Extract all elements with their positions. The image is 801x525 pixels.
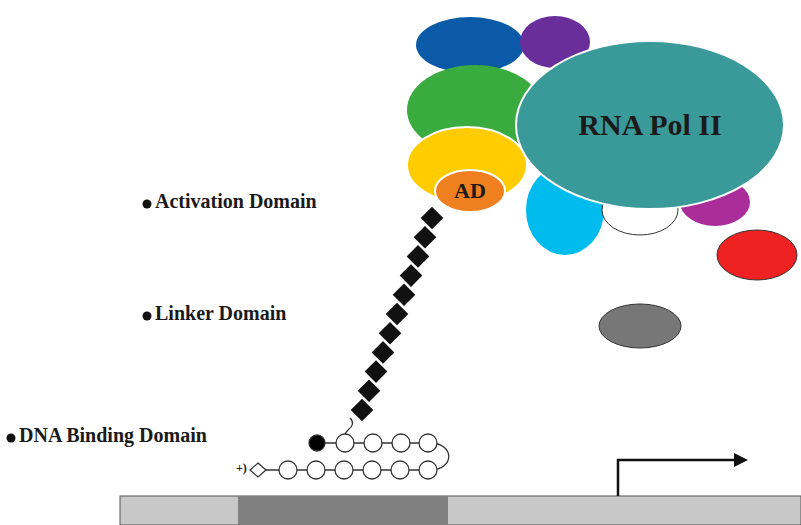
start-arrow	[618, 460, 738, 496]
protein	[416, 17, 524, 73]
linker-chain	[351, 207, 444, 422]
charge-mark: +)	[236, 461, 247, 476]
rna-polymerase: RNA Pol II	[515, 40, 785, 210]
domain-label: Linker Domain	[155, 302, 286, 325]
protein	[717, 230, 797, 280]
protein	[407, 127, 527, 203]
bullet	[143, 200, 152, 209]
bullet	[7, 434, 16, 443]
domain-label: Activation Domain	[155, 190, 317, 213]
dna-strand	[120, 496, 801, 525]
bullet	[143, 312, 152, 321]
dna-binding-domain	[250, 418, 449, 479]
activation-domain: AD	[434, 169, 506, 213]
domain-label: DNA Binding Domain	[19, 424, 207, 447]
protein	[599, 304, 681, 348]
node-label: RNA Pol II	[578, 108, 721, 142]
arrow-head	[734, 453, 748, 467]
node-label: AD	[454, 178, 486, 204]
binding-site	[238, 496, 448, 525]
